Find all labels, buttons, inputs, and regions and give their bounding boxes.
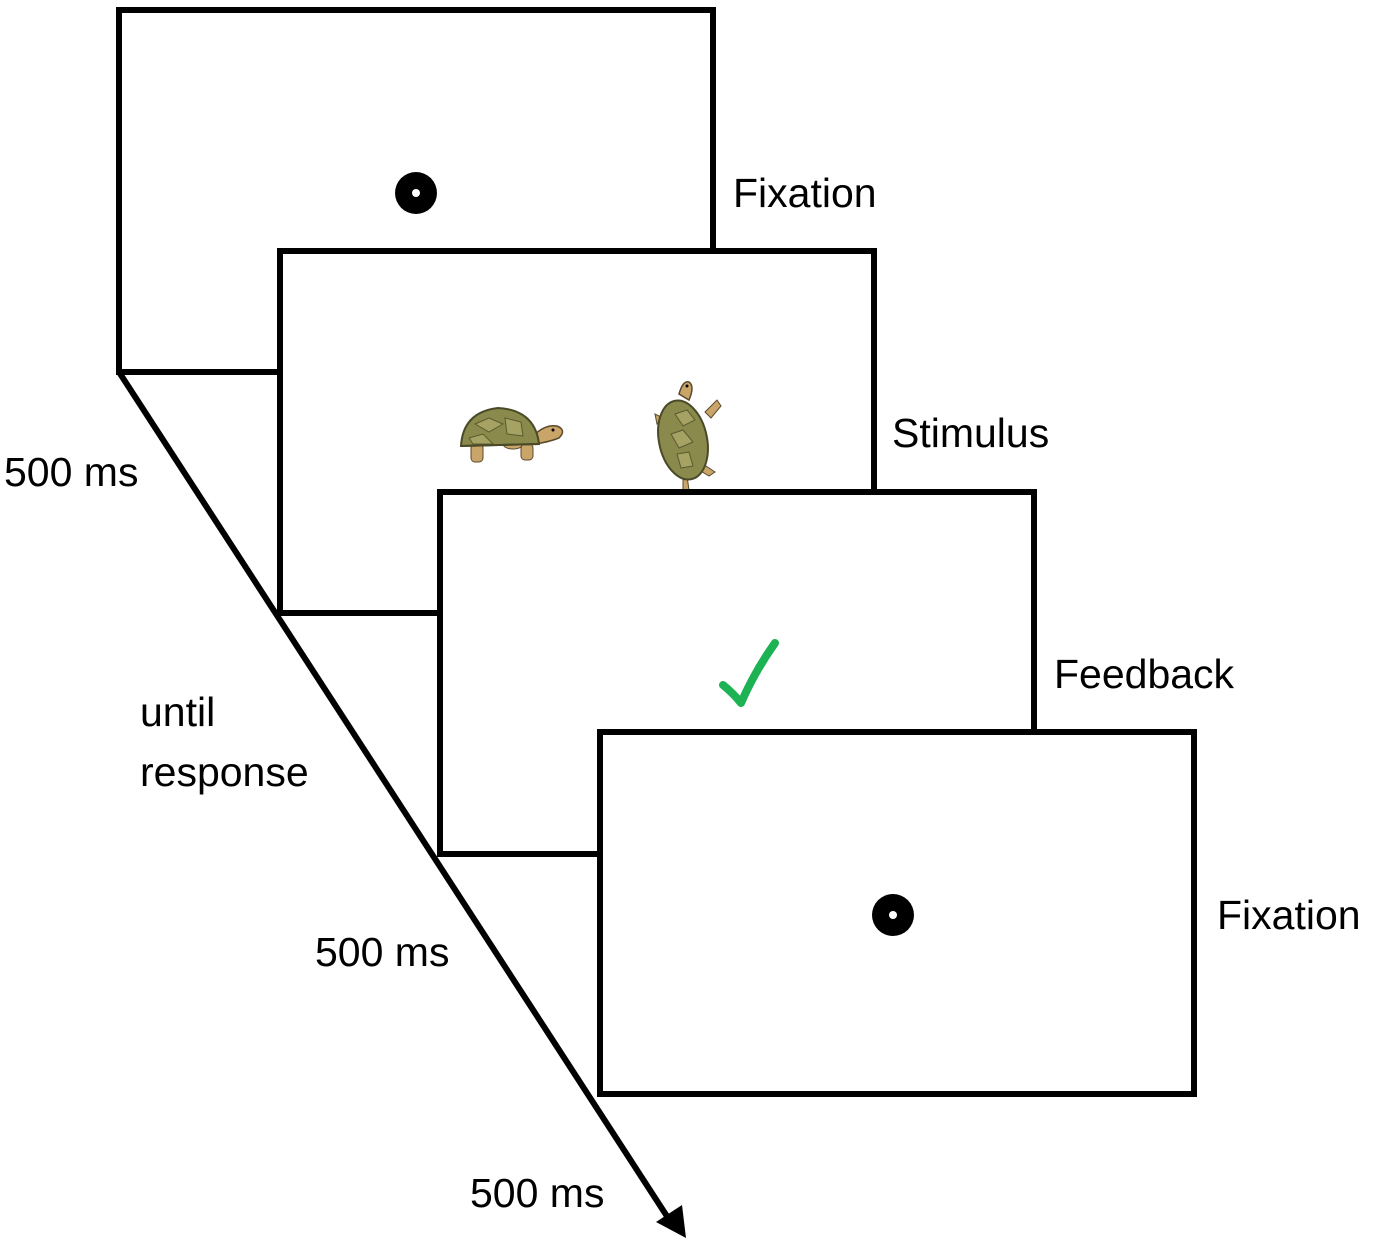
frame-label-stimulus: Stimulus bbox=[892, 410, 1050, 456]
duration-label-final-fixation: 500 ms bbox=[470, 1170, 605, 1216]
fixation-point-icon bbox=[395, 172, 437, 214]
turtle-left-icon bbox=[459, 406, 564, 463]
frame-label-fixation-1: Fixation bbox=[733, 170, 877, 216]
duration-label-fixation: 500 ms bbox=[4, 449, 139, 495]
frame-label-fixation-2: Fixation bbox=[1217, 892, 1361, 938]
check-mark-icon bbox=[719, 639, 779, 707]
turtles-image bbox=[459, 381, 722, 491]
fixation-frame-2 bbox=[597, 729, 1197, 1097]
turtle-right-icon bbox=[654, 381, 722, 491]
frame-label-feedback: Feedback bbox=[1054, 651, 1235, 697]
timeline-arrowhead bbox=[656, 1205, 686, 1238]
fixation-point-icon bbox=[872, 894, 914, 936]
duration-label-feedback: 500 ms bbox=[315, 929, 450, 975]
duration-label-stimulus-line2: response bbox=[140, 749, 309, 795]
duration-label-stimulus-line1: until bbox=[140, 689, 216, 735]
timeline-line bbox=[116, 370, 675, 1226]
